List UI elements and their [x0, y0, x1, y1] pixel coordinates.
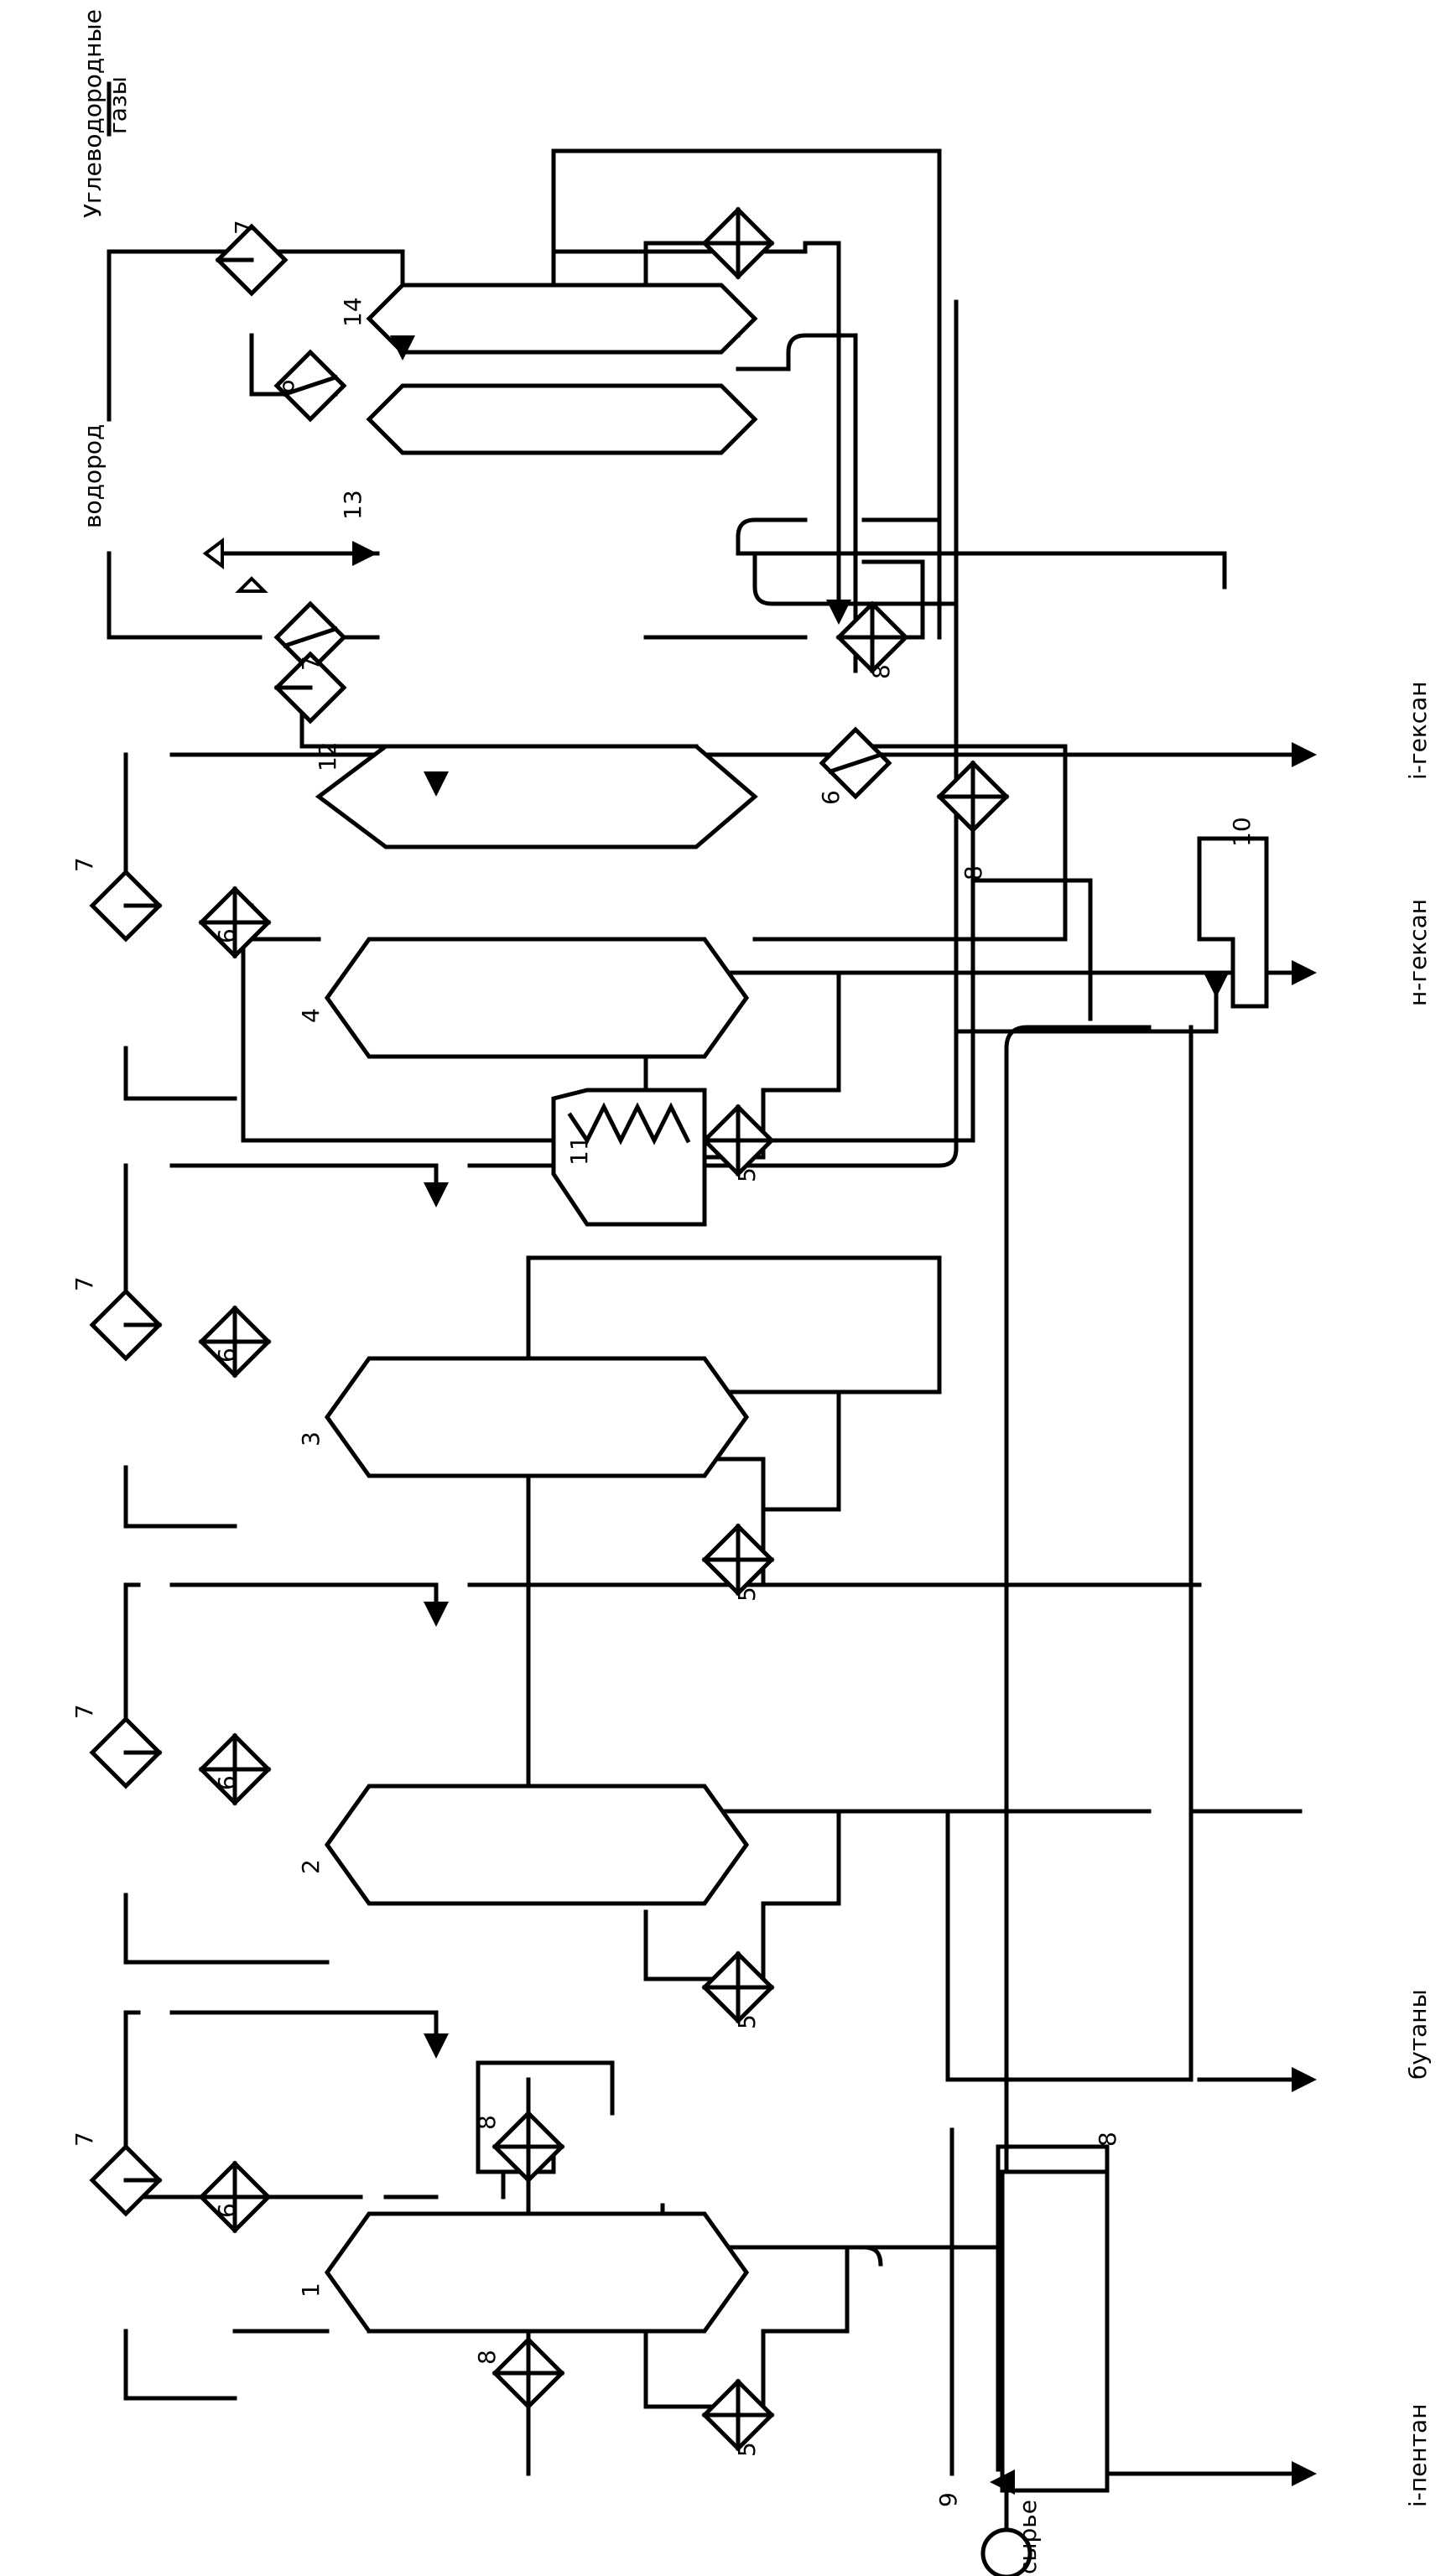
column-2: [324, 1784, 750, 1906]
arrow-comp: [1204, 973, 1229, 998]
arrow-col2-top: [424, 1602, 449, 1627]
arrow-butanes: [1292, 2067, 1317, 2092]
column-3: [324, 1356, 750, 1478]
arrow-col1-top: [424, 2033, 449, 2059]
pump-9: [980, 2527, 1032, 2576]
label-n-hexane: н-гексан: [1404, 899, 1432, 1006]
arrow-i-hexane: [1292, 742, 1317, 767]
drum-4-icon: [89, 869, 163, 943]
num-cond2: 6: [213, 1775, 241, 1790]
num-cond1: 6: [213, 2203, 241, 2218]
num-pump: 9: [934, 2492, 962, 2507]
label-i-pentane: i-пентан: [1404, 2404, 1432, 2508]
condenser-4-icon: [198, 886, 272, 959]
reboiler-1-icon: [701, 2378, 775, 2452]
num-cond13: 6: [817, 790, 845, 805]
num-separator: 13: [339, 490, 367, 520]
condenser-top-icon: [701, 206, 775, 280]
exchanger-8d-icon: [835, 600, 909, 674]
num-drum4: 7: [70, 857, 98, 872]
num-col4: 4: [297, 1008, 325, 1023]
condenser-13-icon: [819, 726, 892, 800]
arrow-top-1: [390, 335, 415, 361]
label-butanes: бутаны: [1404, 1989, 1432, 2080]
label-raw: сырье: [1014, 2500, 1042, 2574]
arrow-feed: [990, 2470, 1015, 2495]
arrow-col3-top: [424, 1182, 449, 1208]
num-hx-e: 8: [867, 664, 895, 679]
num-col2: 2: [297, 1859, 325, 1874]
label-i-hexane: i-гексан: [1404, 681, 1432, 780]
num-hx-b: 8: [473, 2115, 501, 2130]
label-hc-gases-2: газы: [104, 76, 132, 134]
num-drum2: 7: [70, 1704, 98, 1719]
feed-block: [1000, 2169, 1110, 2493]
reboiler-3-icon: [701, 1523, 775, 1597]
exchanger-8b-icon: [491, 2110, 565, 2184]
exchanger-8c-icon: [936, 760, 1010, 834]
num-cond14: 6: [272, 379, 299, 394]
num-col1: 1: [297, 2283, 325, 2298]
num-reactor: 12: [314, 741, 341, 771]
num-hx-a: 8: [473, 2350, 501, 2365]
num-cond4: 6: [213, 928, 241, 943]
num-cond3: 6: [213, 1348, 241, 1363]
drum-13-icon: [273, 651, 347, 724]
label-hc-gases-1: Углеводородные: [79, 9, 107, 218]
valve-2-icon: [235, 576, 268, 593]
drum-2-icon: [89, 1716, 163, 1789]
num-drum13: 7: [297, 656, 325, 671]
column-1: [324, 2211, 750, 2334]
num-stabilizer: 14: [339, 297, 367, 327]
reboiler-2-icon: [701, 1950, 775, 2024]
separator-13: [366, 283, 758, 455]
stream-labels: сырье водород Углеводородные газы i-пент…: [79, 9, 1432, 2574]
flow-arrows: [352, 335, 1317, 2495]
arrow-i-pentane: [1292, 2461, 1317, 2486]
reactor-12: [315, 744, 758, 849]
heat-exchanger-icons: [198, 206, 1010, 2452]
arrow-stab: [352, 541, 377, 566]
num-reb3: 5: [733, 1587, 761, 1602]
drum-3-icon: [89, 1288, 163, 1362]
condenser-2-icon: [198, 1732, 272, 1806]
condenser-1-icon: [198, 2160, 272, 2234]
column-4: [324, 937, 750, 1059]
valve-1-icon: [202, 538, 224, 569]
num-compressor: 10: [1228, 817, 1256, 847]
num-drum1: 7: [70, 2132, 98, 2147]
reboiler-4-icon: [701, 1104, 775, 1177]
hydrogen-valves: [202, 538, 268, 593]
label-hydrogen: водород: [79, 424, 107, 528]
drum-14-icon: [215, 223, 289, 297]
num-col3: 3: [297, 1431, 325, 1446]
num-hx-d: 8: [960, 865, 987, 880]
condenser-stab-icon: [273, 349, 347, 423]
num-reb4: 5: [733, 1167, 761, 1182]
num-drum14: 7: [230, 220, 257, 235]
num-hx-c: 8: [1094, 2132, 1121, 2147]
compressor-10: [1197, 836, 1269, 1009]
num-reb1: 5: [733, 2442, 761, 2457]
condenser-3-icon: [198, 1305, 272, 1379]
arrow-n-hexane: [1292, 960, 1317, 985]
num-reb2: 5: [733, 2014, 761, 2029]
num-furnace: 11: [565, 1135, 593, 1166]
drum-1-icon: [89, 2143, 163, 2217]
furnace-11: [551, 1088, 707, 1227]
arrow-top-2: [826, 600, 851, 625]
equipment-numbers: 1 2 3 4 5 5 5 5 6 6 6 6 6 6 7 7 7 7 7 7 …: [70, 220, 1256, 2507]
exchanger-8a-icon: [491, 2336, 565, 2410]
num-drum3: 7: [70, 1276, 98, 1291]
reflux-drum-icons: [89, 223, 347, 2217]
arrow-col4-top: [424, 771, 449, 797]
